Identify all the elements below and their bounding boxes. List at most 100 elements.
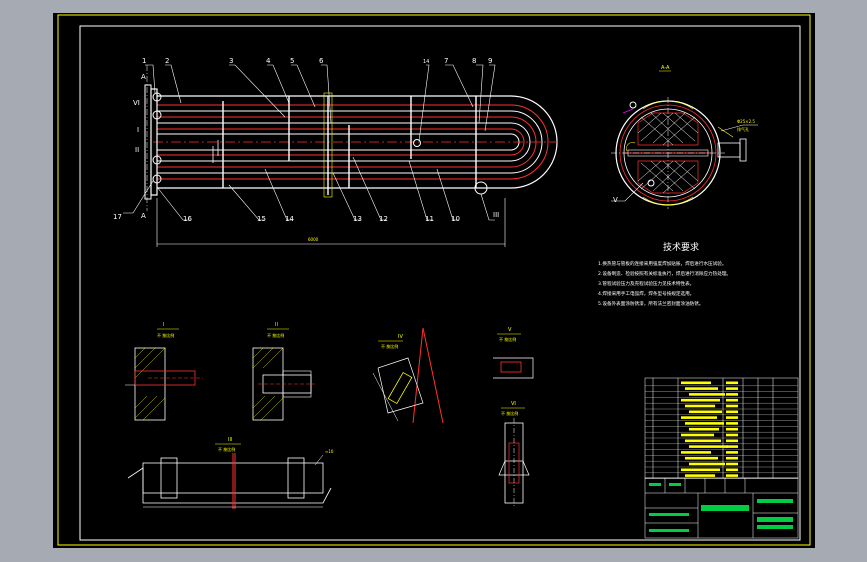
parts-row-qty [726, 445, 738, 448]
detail-V: V 不 按比例 [493, 327, 534, 379]
detail-II: II 不 按比例 [252, 322, 315, 421]
leader-number: 6 [319, 57, 324, 65]
svg-text:不 按比例: 不 按比例 [501, 410, 518, 416]
svg-text:III: III [228, 437, 232, 443]
parts-row-text [681, 433, 714, 437]
parts-row-qty [726, 468, 738, 472]
parts-row-qty [726, 410, 738, 414]
leader-number: 17 [113, 213, 122, 221]
parts-row-qty [726, 416, 738, 419]
parts-row-text [689, 462, 725, 466]
svg-text:不 按比例: 不 按比例 [267, 332, 284, 338]
svg-text:II: II [135, 146, 139, 154]
leader-number: 16 [183, 215, 192, 223]
parts-row-qty [726, 439, 738, 443]
parts-row-text [685, 456, 718, 460]
detail-III: III 不 按比例 ≈10 [127, 437, 334, 509]
leader-number: 3 [229, 57, 233, 65]
svg-text:不 按比例: 不 按比例 [499, 336, 516, 342]
leader-number: 15 [257, 215, 266, 223]
parts-row-qty [726, 456, 738, 460]
parts-row-text [681, 381, 711, 385]
svg-text:IV: IV [398, 334, 403, 340]
svg-text:不 按比例: 不 按比例 [381, 343, 398, 349]
cad-drawing: 6000 1 2 3 4 5 6 14 7 8 9 [57, 14, 811, 546]
parts-row-qty [726, 433, 738, 437]
detail-marker-II [152, 155, 162, 165]
svg-text:A: A [141, 73, 146, 81]
leader-number: 7 [444, 57, 448, 65]
svg-text:≈10: ≈10 [325, 449, 334, 454]
parts-row-qty [726, 404, 738, 408]
title-block [644, 477, 799, 539]
main-exchanger-view: 6000 [144, 65, 558, 247]
tech-note: 3.管程试验压力及壳程试验压力见技术特性表。 [598, 280, 694, 287]
title-block-scribbles [649, 483, 793, 532]
leader-numbers-top: 1 2 3 4 5 6 14 7 8 9 [142, 57, 492, 65]
parts-row-qty [726, 422, 738, 425]
leader-number: 8 [472, 57, 476, 65]
marker-III: III [493, 211, 499, 219]
leader-number: 11 [425, 215, 434, 223]
svg-text:VI: VI [511, 401, 516, 407]
svg-text:VI: VI [133, 99, 140, 107]
tech-note: 2.设备制造、检验按照有关标准执行，焊后进行消除应力热处理。 [598, 270, 731, 277]
svg-text:A-A: A-A [661, 65, 670, 71]
detail-VI: VI 不 按比例 [498, 401, 530, 508]
parts-row-text [685, 439, 721, 443]
parts-row-text [681, 398, 720, 402]
parts-row-text [689, 427, 719, 431]
tech-note: 1.换热管与管板的连接采用强度焊加贴胀，焊后进行水压试验。 [598, 260, 726, 267]
parts-list-rows [645, 381, 798, 479]
detail-marker-I [152, 110, 162, 120]
svg-text:I: I [137, 126, 139, 134]
parts-row-text [689, 410, 722, 414]
leader-number: 13 [353, 215, 362, 223]
outer-frame [57, 14, 811, 546]
leader-number: 5 [290, 57, 294, 65]
parts-row-text [685, 474, 715, 477]
parts-row-qty [726, 427, 738, 431]
parts-row-text [689, 445, 728, 448]
svg-text:Φ25×2.5: Φ25×2.5 [737, 119, 755, 124]
svg-text:V: V [508, 327, 512, 333]
svg-text:6000: 6000 [308, 237, 319, 242]
technical-requirements: 技术要求 1.换热管与管板的连接采用强度焊加贴胀，焊后进行水压试验。 2.设备制… [598, 241, 731, 307]
leader-number: 14 [285, 215, 294, 223]
tube-bundle [157, 104, 549, 180]
parts-row-text [685, 422, 724, 425]
tech-note: 4.焊接采用手工电弧焊，焊条型号按规定选用。 [598, 290, 694, 297]
left-detail-markers: A VI I II A III [133, 73, 499, 220]
svg-text:A: A [141, 212, 146, 220]
leader-lines [123, 64, 496, 221]
parts-row-qty [726, 381, 738, 385]
baffles [222, 96, 477, 195]
svg-text:排气孔: 排气孔 [737, 126, 749, 132]
parts-row-qty [726, 387, 738, 390]
marker-V: V [613, 196, 618, 204]
leader-number: 4 [266, 57, 271, 65]
section-a-a: A-A Φ25×2.5 排气孔 [611, 65, 758, 209]
leader-number: 1 [142, 57, 146, 65]
parts-row-text [681, 416, 717, 419]
parts-row-qty [726, 462, 738, 466]
svg-text:不 按比例: 不 按比例 [218, 446, 235, 452]
parts-row-text [685, 404, 715, 408]
parts-row-text [681, 451, 711, 454]
parts-row-text [685, 387, 718, 390]
parts-row-text [681, 468, 720, 472]
svg-text:I: I [163, 322, 164, 328]
tech-title: 技术要求 [663, 241, 699, 253]
parts-row-text [689, 393, 725, 396]
flange-left [144, 84, 152, 200]
inner-frame [79, 25, 801, 541]
detail-marker-VI [152, 92, 162, 102]
tie-rods [212, 140, 219, 163]
detail-IV: IV 不 按比例 [372, 327, 444, 424]
leader-number: 12 [379, 215, 388, 223]
parts-row-qty [726, 398, 738, 402]
detail-I: I 不 按比例 [125, 322, 203, 421]
parts-row-qty [726, 474, 738, 477]
leader-number: 2 [165, 57, 169, 65]
svg-text:II: II [275, 322, 278, 328]
